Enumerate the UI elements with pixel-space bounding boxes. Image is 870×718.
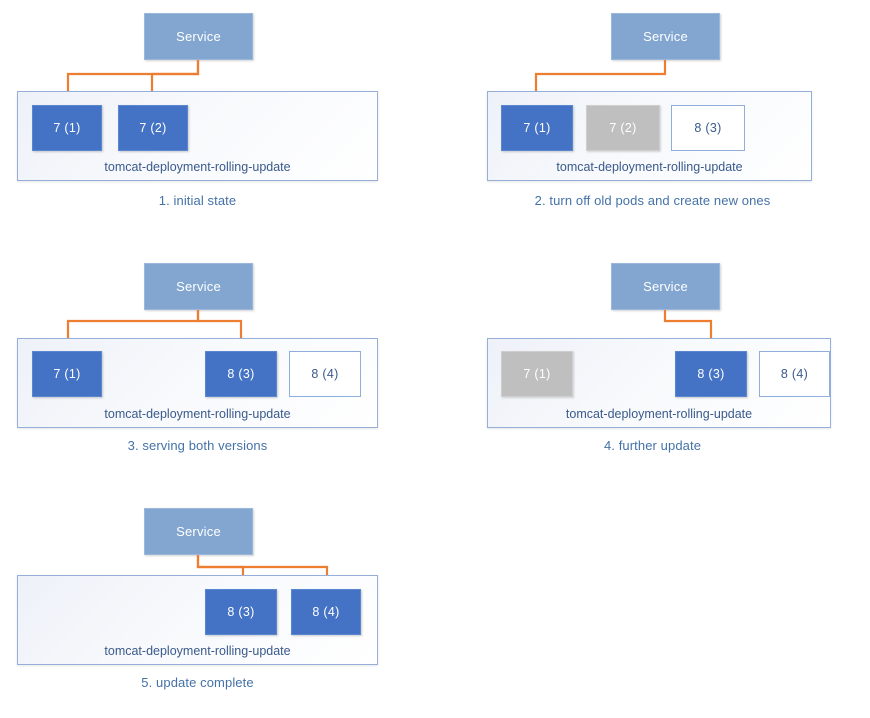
- service-box[interactable]: Service: [144, 263, 253, 310]
- deployment-label: tomcat-deployment-rolling-update: [104, 160, 291, 174]
- pod-8-3[interactable]: 8 (3): [671, 105, 745, 151]
- pod-7-1[interactable]: 7 (1): [501, 105, 573, 151]
- pod-8-4[interactable]: 8 (4): [289, 351, 361, 397]
- deployment-label: tomcat-deployment-rolling-update: [565, 407, 753, 421]
- pod-8-4[interactable]: 8 (4): [291, 589, 361, 635]
- pod-7-1[interactable]: 7 (1): [32, 351, 102, 397]
- service-box[interactable]: Service: [144, 13, 253, 60]
- panel-1: Service tomcat-deployment-rolling-update…: [0, 0, 435, 220]
- panel-caption: 5. update complete: [141, 675, 254, 690]
- service-box[interactable]: Service: [611, 263, 720, 310]
- panel-caption: 1. initial state: [158, 193, 237, 208]
- deployment-label: tomcat-deployment-rolling-update: [556, 160, 743, 174]
- pod-7-2[interactable]: 7 (2): [586, 105, 660, 151]
- panel-caption: 4. further update: [603, 438, 702, 453]
- panel-4: Service tomcat-deployment-rolling-update…: [435, 250, 870, 460]
- service-box[interactable]: Service: [611, 13, 720, 60]
- pod-7-1[interactable]: 7 (1): [501, 351, 573, 397]
- panel-3: Service tomcat-deployment-rolling-update…: [0, 250, 435, 460]
- pod-8-3[interactable]: 8 (3): [205, 589, 277, 635]
- panel-5: Service tomcat-deployment-rolling-update…: [0, 495, 435, 718]
- pod-8-3[interactable]: 8 (3): [205, 351, 277, 397]
- deployment-label: tomcat-deployment-rolling-update: [104, 644, 291, 658]
- panel-caption: 3. serving both versions: [127, 438, 268, 453]
- panel-2: Service tomcat-deployment-rolling-update…: [435, 0, 870, 220]
- pod-8-3[interactable]: 8 (3): [675, 351, 747, 397]
- pod-7-2[interactable]: 7 (2): [118, 105, 188, 151]
- panel-caption: 2. turn off old pods and create new ones: [534, 193, 771, 208]
- service-box[interactable]: Service: [144, 508, 253, 555]
- pod-8-4[interactable]: 8 (4): [759, 351, 830, 397]
- deployment-label: tomcat-deployment-rolling-update: [104, 407, 291, 421]
- pod-7-1[interactable]: 7 (1): [32, 105, 102, 151]
